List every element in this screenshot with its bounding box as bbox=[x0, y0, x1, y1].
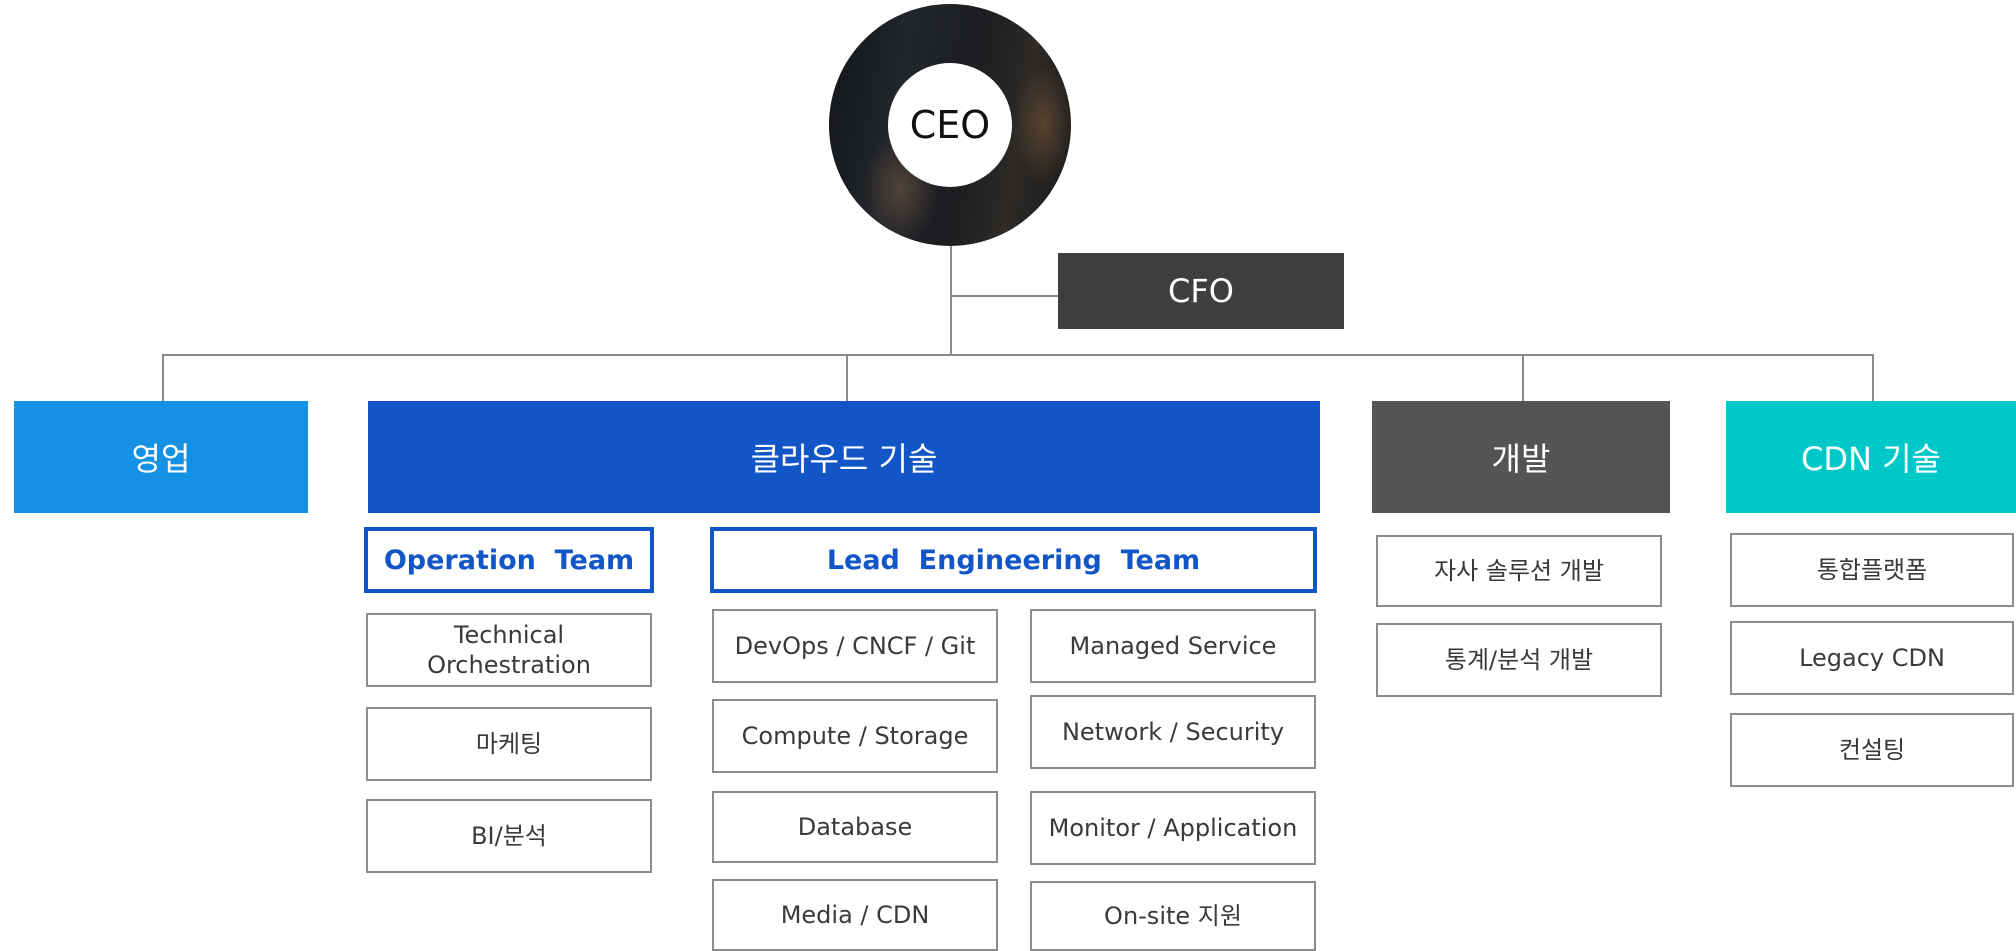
dev-item-statistics: 통계/분석 개발 bbox=[1376, 623, 1662, 697]
operation-team-header: Operation Team bbox=[364, 527, 654, 593]
dept-sales-label: 영업 bbox=[131, 440, 191, 478]
operation-item-label: BI/분석 bbox=[471, 822, 547, 850]
dept-dev-label: 개발 bbox=[1491, 440, 1551, 478]
dev-item-solution: 자사 솔루션 개발 bbox=[1376, 535, 1662, 607]
lead-item-label: On-site 지원 bbox=[1104, 902, 1242, 930]
operation-item-bi: BI/분석 bbox=[366, 799, 652, 873]
cdn-connector bbox=[1872, 354, 1874, 401]
cfo-node: CFO bbox=[1058, 253, 1344, 329]
lead-item-media-cdn: Media / CDN bbox=[712, 879, 998, 951]
ceo-node: CEO bbox=[888, 63, 1012, 187]
cfo-label: CFO bbox=[1168, 272, 1234, 310]
lead-item-network-security: Network / Security bbox=[1030, 695, 1316, 769]
lead-item-devops: DevOps / CNCF / Git bbox=[712, 609, 998, 683]
dept-cloud: 클라우드 기술 bbox=[368, 401, 1320, 513]
horizontal-bus-connector bbox=[162, 354, 1874, 356]
lead-item-label: Media / CDN bbox=[780, 901, 930, 929]
operation-item-marketing: 마케팅 bbox=[366, 707, 652, 781]
operation-item-technical-orchestration: Technical Orchestration bbox=[366, 613, 652, 687]
operation-team-label: Operation Team bbox=[383, 544, 635, 576]
cdn-item-label: 컨설팅 bbox=[1838, 736, 1906, 764]
ceo-vertical-connector bbox=[950, 246, 952, 354]
dept-dev: 개발 bbox=[1372, 401, 1670, 513]
lead-item-compute-storage: Compute / Storage bbox=[712, 699, 998, 773]
lead-item-label: DevOps / CNCF / Git bbox=[734, 632, 976, 660]
cdn-item-label: Legacy CDN bbox=[1799, 644, 1945, 672]
cdn-item-platform: 통합플랫폼 bbox=[1730, 533, 2014, 607]
sales-connector bbox=[162, 354, 164, 401]
dev-item-label: 자사 솔루션 개발 bbox=[1434, 557, 1604, 585]
cdn-item-label: 통합플랫폼 bbox=[1816, 556, 1928, 584]
dev-item-label: 통계/분석 개발 bbox=[1444, 646, 1594, 674]
lead-item-label: Managed Service bbox=[1069, 632, 1277, 660]
lead-engineering-team-label: Lead Engineering Team bbox=[826, 544, 1201, 576]
lead-item-database: Database bbox=[712, 791, 998, 863]
dept-cdn: CDN 기술 bbox=[1726, 401, 2016, 513]
dept-sales: 영업 bbox=[14, 401, 308, 513]
cloud-connector bbox=[846, 354, 848, 401]
lead-item-label: Monitor / Application bbox=[1048, 814, 1298, 842]
lead-item-label: Compute / Storage bbox=[741, 722, 969, 750]
lead-item-label: Network / Security bbox=[1061, 718, 1285, 746]
dev-connector bbox=[1522, 354, 1524, 401]
lead-item-onsite-support: On-site 지원 bbox=[1030, 881, 1316, 951]
lead-item-managed-service: Managed Service bbox=[1030, 609, 1316, 683]
lead-item-monitor-application: Monitor / Application bbox=[1030, 791, 1316, 865]
lead-item-label: Database bbox=[797, 813, 913, 841]
cdn-item-consulting: 컨설팅 bbox=[1730, 713, 2014, 787]
cfo-connector bbox=[950, 295, 1058, 297]
operation-item-label: 마케팅 bbox=[475, 730, 543, 758]
dept-cdn-label: CDN 기술 bbox=[1801, 440, 1941, 478]
ceo-label: CEO bbox=[909, 103, 991, 147]
operation-item-label: Technical Orchestration bbox=[427, 621, 591, 679]
lead-engineering-team-header: Lead Engineering Team bbox=[710, 527, 1317, 593]
cdn-item-legacy: Legacy CDN bbox=[1730, 621, 2014, 695]
dept-cloud-label: 클라우드 기술 bbox=[750, 440, 938, 478]
